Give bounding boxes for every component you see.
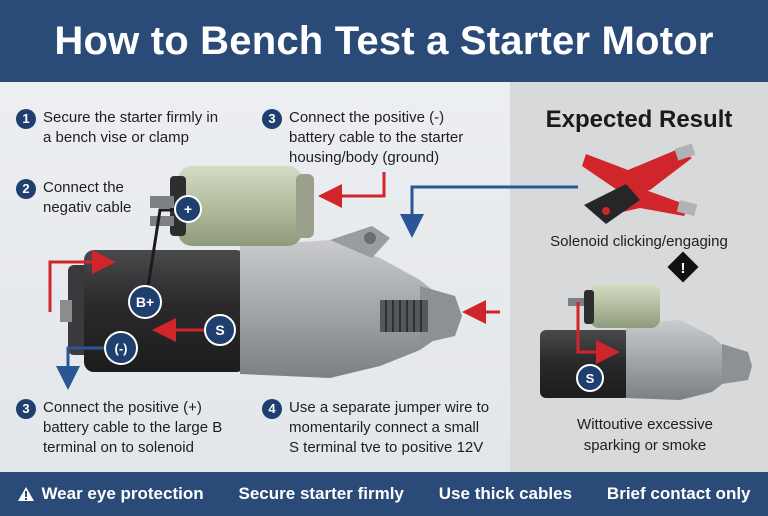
- warning-triangle-icon: [18, 487, 35, 501]
- terminal-b-plus: B+: [128, 285, 162, 319]
- step-number: 2: [16, 179, 36, 199]
- svg-text:B+: B+: [136, 294, 154, 310]
- footer-item-label: Secure starter firmly: [238, 484, 404, 503]
- step-text: Use a separate jumper wire to momentaril…: [289, 399, 490, 456]
- step-3-positive: 3 Connect the positive (+) battery cable…: [16, 398, 222, 458]
- step-text: Connect the negativ cable: [43, 179, 132, 216]
- page-title: How to Bench Test a Starter Motor: [54, 18, 714, 63]
- step-text: Connect the positive (-) battery cable t…: [289, 109, 464, 166]
- arrow-group-main: [48, 172, 578, 390]
- svg-text:S: S: [215, 322, 224, 338]
- safety-footer: Wear eye protection Secure starter firml…: [0, 472, 768, 516]
- step-2: 2 Connect the negativ cable: [16, 178, 131, 218]
- svg-text:S: S: [586, 371, 595, 386]
- footer-item-brief: Brief contact only: [607, 484, 751, 504]
- step-1: 1 Secure the starter firmly in a bench v…: [16, 108, 218, 148]
- battery-clamp-icon: [582, 143, 698, 224]
- terminal-negative: (-): [104, 331, 138, 365]
- footer-item-secure: Secure starter firmly: [239, 484, 404, 504]
- svg-text:+: +: [184, 201, 192, 217]
- step-text: Connect the positive (+) battery cable t…: [43, 399, 223, 456]
- step-text: Secure the starter firmly in a bench vis…: [43, 109, 219, 146]
- svg-text:!: !: [681, 260, 686, 277]
- step-3-ground: 3 Connect the positive (-) battery cable…: [262, 108, 463, 168]
- step-number: 1: [16, 109, 36, 129]
- footer-item-label: Brief contact only: [606, 484, 751, 503]
- expected-result-title: Expected Result: [545, 106, 733, 133]
- terminal-solenoid-plus: +: [174, 195, 202, 223]
- footer-item-label: Wear eye protection: [41, 484, 204, 503]
- step-number: 4: [262, 399, 282, 419]
- expected-result-caption: Solenoid clicking/engaging: [550, 233, 728, 250]
- warning-diamond-icon: !: [667, 251, 699, 283]
- terminal-s: S: [204, 314, 236, 346]
- footer-item-label: Use thick cables: [438, 484, 573, 503]
- step-number: 3: [16, 399, 36, 419]
- step-number: 3: [262, 109, 282, 129]
- expected-result-note: Wittoutive excessive sparking or smoke: [577, 416, 713, 454]
- footer-item-eye-protection: Wear eye protection: [17, 484, 204, 504]
- starter-motor-small: [540, 284, 752, 400]
- terminal-s-small: S: [576, 364, 604, 392]
- svg-text:(-): (-): [115, 341, 128, 356]
- page-header: How to Bench Test a Starter Motor: [0, 0, 768, 82]
- footer-item-cables: Use thick cables: [439, 484, 572, 504]
- expected-result-panel: [510, 82, 768, 472]
- step-4: 4 Use a separate jumper wire to momentar…: [262, 398, 489, 458]
